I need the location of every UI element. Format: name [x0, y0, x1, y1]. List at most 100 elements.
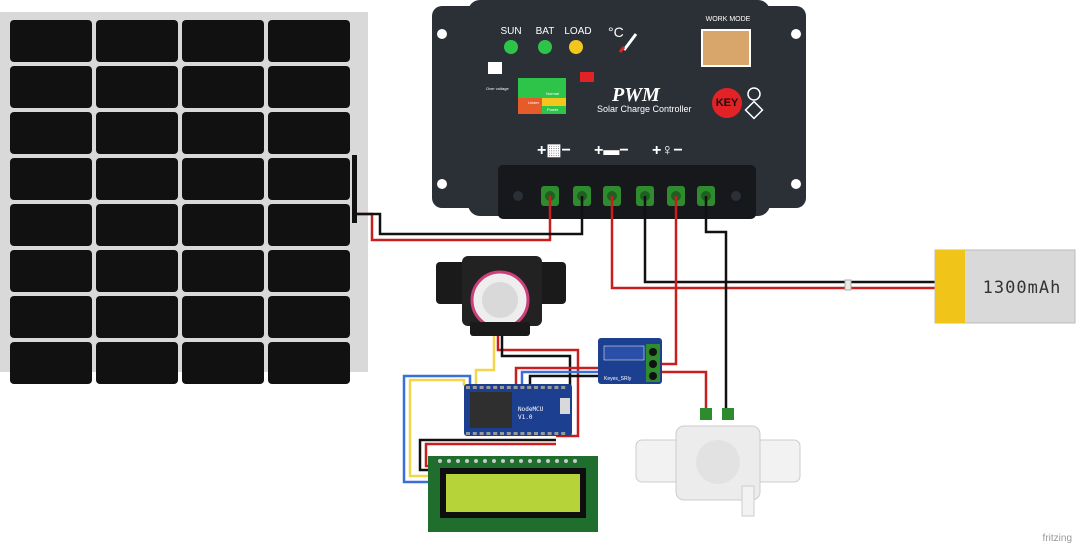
header-pin [500, 386, 504, 389]
solar-cell [96, 250, 178, 292]
lcd-pin [510, 459, 514, 463]
header-pin [527, 432, 532, 435]
lipo-battery [844, 249, 1076, 324]
solar-cell [96, 342, 178, 384]
header-pin [506, 432, 511, 435]
lcd-pin [573, 459, 577, 463]
header-pin [486, 432, 491, 435]
solar-cell [182, 296, 264, 338]
power-icon [747, 87, 761, 101]
wire-bat-positive [610, 196, 848, 290]
controller-subtitle: Solar Charge Controller [597, 104, 692, 114]
solar-cell [268, 112, 350, 154]
header-pin [527, 386, 532, 389]
lcd-pin [438, 459, 442, 463]
solar-cell [10, 204, 92, 246]
solar-cells [10, 20, 350, 384]
lcd-display [428, 456, 598, 532]
mini-power-label: Power [547, 107, 559, 112]
header-pin [561, 432, 566, 435]
mini-over-label: Over voltage [486, 86, 509, 91]
solar-cell [10, 250, 92, 292]
lcd-pin [456, 459, 460, 463]
lcd-pin [537, 459, 541, 463]
header-pin [493, 432, 498, 435]
wire-lcd-scl [408, 378, 466, 478]
bat-led-label: BAT [535, 26, 555, 37]
sun-led-label: SUN [500, 26, 522, 37]
solenoid-valve [635, 408, 801, 517]
solar-cell [96, 204, 178, 246]
solar-cell [182, 112, 264, 154]
header-pin [540, 432, 545, 435]
mini-normal-label: Normal [546, 91, 559, 96]
header-pin [534, 432, 538, 435]
lcd-pin [492, 459, 496, 463]
panel-lead-bar [352, 155, 357, 223]
header-pin [466, 386, 470, 389]
header-pin [472, 432, 477, 435]
header-pin [472, 386, 477, 389]
load-led-label: LOAD [564, 26, 592, 37]
solar-cell [268, 66, 350, 108]
solar-cell [182, 204, 264, 246]
header-pin [479, 432, 484, 435]
wire-lcd-sda [402, 374, 472, 484]
lcd-pin [501, 459, 505, 463]
nodemcu-label-2: V1.0 [518, 414, 533, 421]
nodemcu-board [464, 384, 572, 436]
header-pin [520, 386, 525, 389]
relay-label: Keyes_SRly [604, 376, 632, 382]
solar-cell [10, 158, 92, 200]
work-mode-label: WORK MODE [705, 16, 751, 23]
lcd-pin [474, 459, 478, 463]
solar-cell [96, 112, 178, 154]
mini-under-label: Under [528, 100, 539, 105]
solar-cell [10, 342, 92, 384]
lcd-pin [465, 459, 469, 463]
solar-cell [182, 20, 264, 62]
solar-cell [268, 296, 350, 338]
solar-cell [182, 158, 264, 200]
terminal-block [498, 165, 756, 219]
relay-module [598, 338, 662, 384]
controller-title: PWM [612, 84, 660, 106]
header-pin [540, 386, 545, 389]
wire-pv-negative [357, 196, 584, 236]
header-pin [554, 432, 559, 435]
header-pin [513, 386, 518, 389]
solar-cell [268, 342, 350, 384]
solar-cell [96, 20, 178, 62]
solar-cell [96, 66, 178, 108]
wire-sensor-signal [474, 336, 496, 386]
mount-hole [791, 179, 801, 189]
bat-led [538, 40, 552, 54]
nodemcu-label-1: NodeMCU [518, 406, 544, 413]
header-pin [554, 386, 559, 389]
wires [357, 196, 935, 484]
wire-sensor-vcc [496, 336, 580, 438]
solar-cell [10, 20, 92, 62]
thermometer-icon [622, 33, 638, 51]
wire-lcd-gnd [418, 438, 556, 472]
mount-hole [791, 29, 801, 39]
solar-cell [268, 20, 350, 62]
lcd-pin [555, 459, 559, 463]
mini-panel-icon [488, 62, 502, 74]
wire-load-positive [660, 196, 678, 366]
solar-cell [182, 66, 264, 108]
solar-cell [96, 296, 178, 338]
header-pin [479, 386, 484, 389]
lcd-pin [483, 459, 487, 463]
wire-relay-valve [656, 370, 708, 412]
lcd-pin [564, 459, 568, 463]
solar-cell [268, 158, 350, 200]
lcd-pin [447, 459, 451, 463]
lcd-pin [528, 459, 532, 463]
header-pin [466, 432, 470, 435]
temperature-unit: °C [608, 24, 624, 40]
key-button[interactable]: KEY [712, 88, 742, 118]
charge-controller: +▦− +▬− +♀− [432, 0, 806, 219]
wire-load-negative [704, 196, 728, 412]
